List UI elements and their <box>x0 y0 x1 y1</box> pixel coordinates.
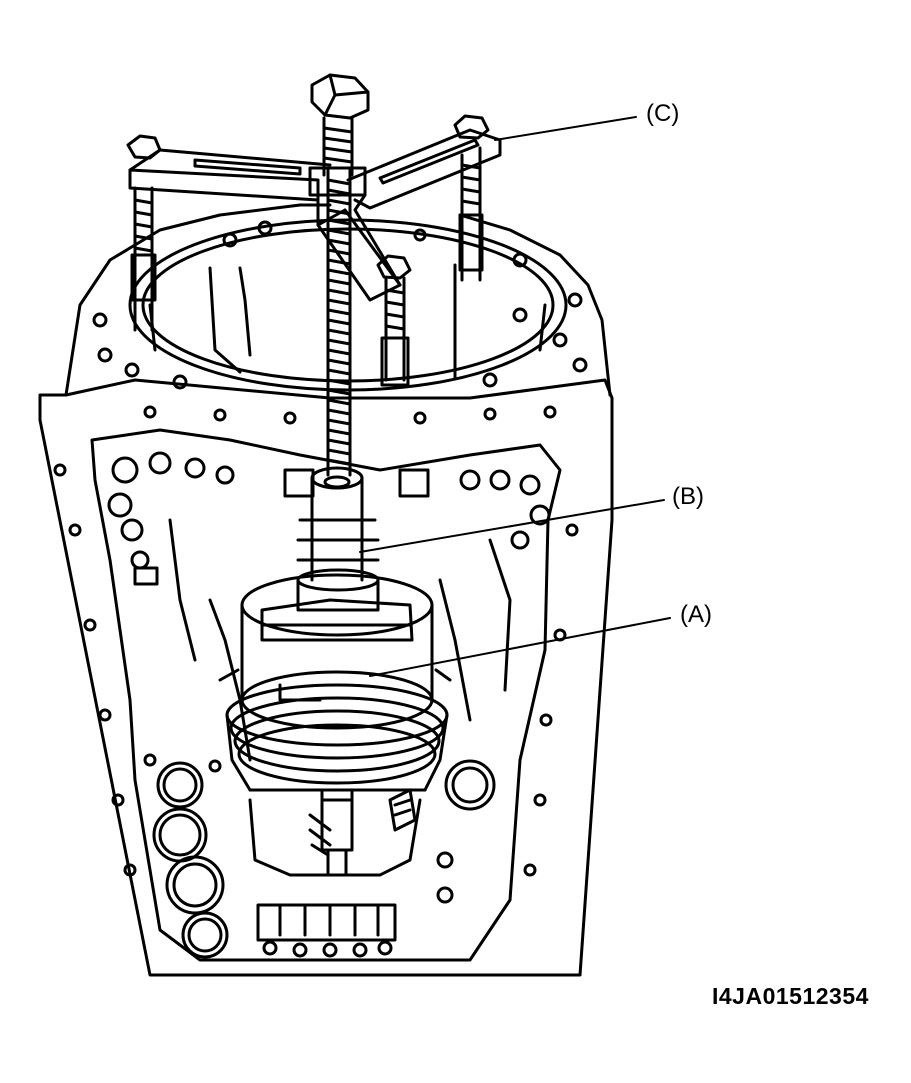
transmission-housing <box>38 203 614 977</box>
callout-c-label: (C) <box>646 100 680 127</box>
callout-a-label: (A) <box>680 601 712 628</box>
adapter-b <box>296 466 380 612</box>
leader-b <box>359 499 665 553</box>
puller-bridge <box>126 114 502 387</box>
leader-c <box>494 116 637 141</box>
threaded-shaft <box>326 168 352 477</box>
leader-lines <box>359 116 671 677</box>
clutch-drum-a <box>218 573 452 877</box>
callout-b-label: (B) <box>672 483 704 510</box>
center-forcing-screw <box>310 73 370 177</box>
leader-a <box>369 617 671 677</box>
figure-code: I4JA01512354 <box>712 983 869 1009</box>
